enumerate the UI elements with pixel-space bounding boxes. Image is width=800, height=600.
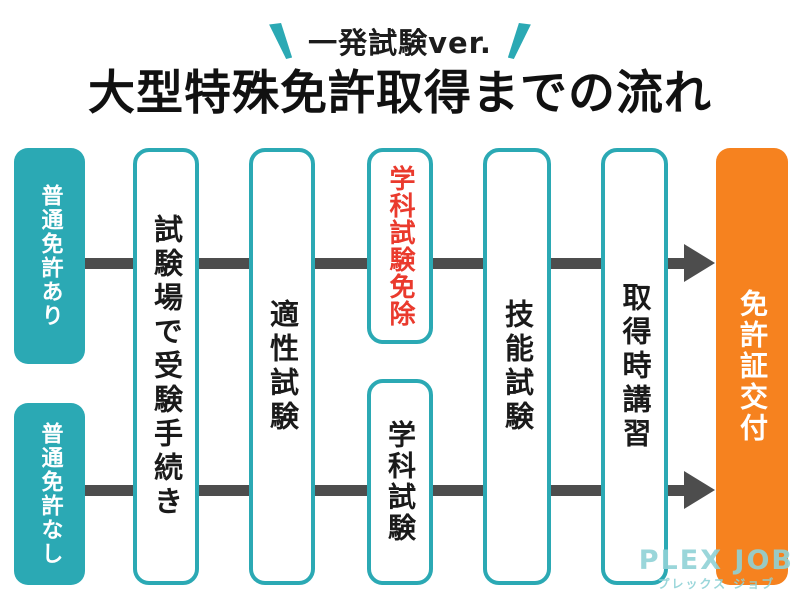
- page-title: 大型特殊免許取得までの流れ: [88, 66, 712, 121]
- version-badge: 一発試験ver.: [0, 20, 800, 62]
- step-aptitude-test: 適性試験: [249, 148, 315, 585]
- step-written-test: 学科試験: [367, 379, 433, 585]
- step-label: 学科試験: [384, 420, 417, 544]
- step-written-test-exempt: 学科試験免除: [367, 148, 433, 344]
- end-node-license-issued: 免許証交付: [716, 148, 788, 585]
- step-label: 技能試験: [500, 298, 535, 435]
- end-node-label: 免許証交付: [736, 289, 769, 444]
- start-node-license-no: 普通免許なし: [14, 403, 85, 585]
- step-label-highlighted: 学科試験免除: [385, 165, 415, 327]
- start-node-label: 普通免許なし: [37, 422, 63, 566]
- step-acquisition-course: 取得時講習: [601, 148, 668, 585]
- start-node-label: 普通免許あり: [37, 184, 63, 328]
- step-label: 適性試験: [265, 298, 300, 435]
- step-skills-test: 技能試験: [483, 148, 551, 585]
- step-label: 試験場で受験手続き: [149, 213, 184, 520]
- flow-arrow-top-head-icon: [684, 244, 715, 282]
- step-exam-site-procedure: 試験場で受験手続き: [133, 148, 199, 585]
- start-node-license-yes: 普通免許あり: [14, 148, 85, 364]
- step-label: 取得時講習: [618, 281, 652, 452]
- flow-arrow-bottom-head-icon: [684, 471, 715, 509]
- version-badge-label: 一発試験ver.: [308, 26, 492, 60]
